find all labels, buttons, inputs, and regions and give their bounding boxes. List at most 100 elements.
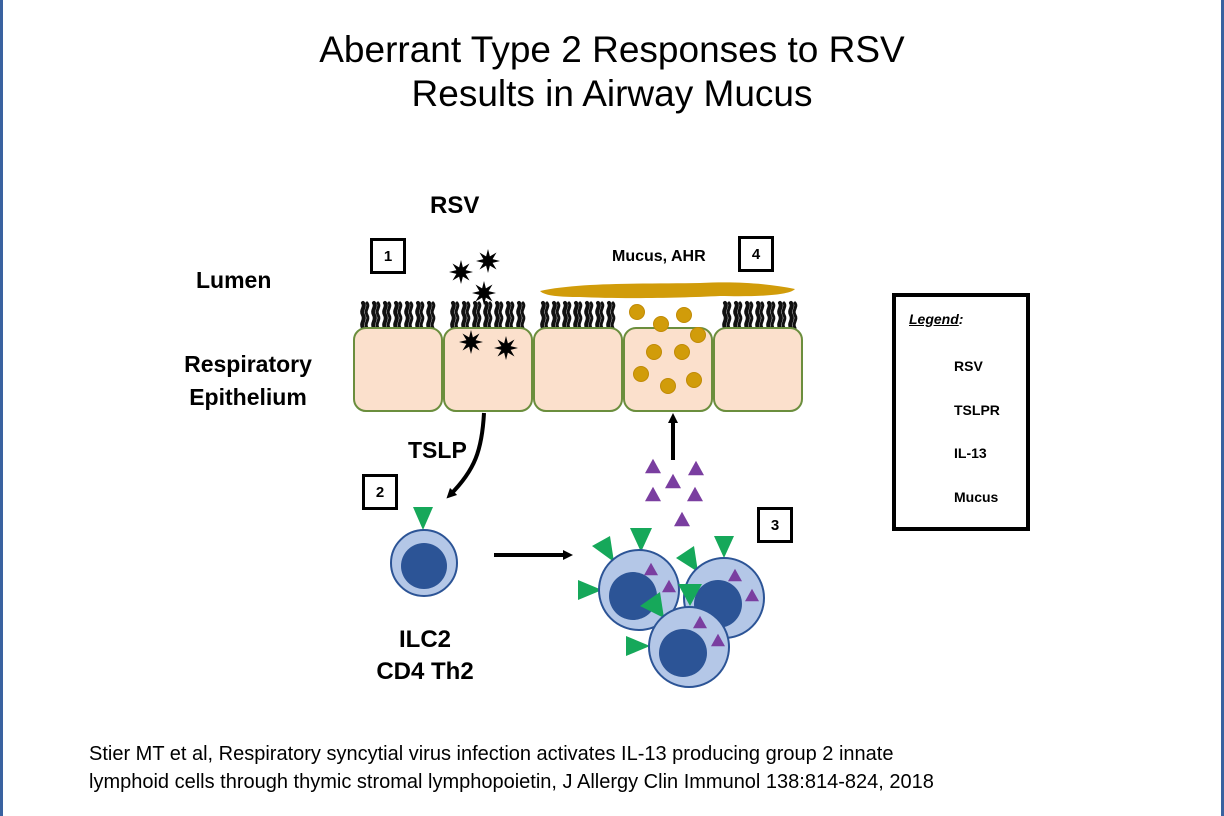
cilium: [744, 301, 750, 330]
mucus-dot-icon: [646, 344, 662, 360]
cilium: [450, 301, 456, 330]
cilium: [465, 301, 471, 330]
il13-triangle-icon: [745, 588, 759, 602]
cilium: [755, 301, 761, 330]
epithelial-cell: [713, 327, 803, 412]
cilium: [426, 301, 432, 330]
il13-triangle-icon: [645, 458, 661, 474]
rsv-star-icon: [476, 249, 500, 273]
mucus-ahr-label: Mucus, AHR: [612, 248, 706, 265]
legend-item-il13: IL-13: [954, 445, 987, 461]
cilium: [759, 301, 765, 330]
il13-triangle-icon: [674, 511, 690, 527]
legend-item-rsv: RSV: [954, 358, 983, 374]
cilium: [562, 301, 568, 330]
cilium: [393, 301, 399, 330]
cilium: [520, 301, 526, 330]
epithelial-cell-infected: [443, 327, 533, 412]
cilium: [777, 301, 783, 330]
il13-triangle-icon: [711, 633, 725, 647]
slide-title: Aberrant Type 2 Responses to RSV Results…: [0, 28, 1224, 116]
cilium: [408, 301, 414, 330]
il13-secreted: [645, 458, 704, 527]
cilium: [770, 301, 776, 330]
tslp-label: TSLP: [408, 437, 467, 463]
step-1-badge: 1: [370, 238, 406, 274]
cilium: [516, 301, 522, 330]
cilium: [544, 301, 550, 330]
activated-ilc2-cluster: [578, 528, 765, 688]
cilium: [599, 301, 605, 330]
legend-title: Legend:: [909, 311, 963, 327]
rsv-label: RSV: [430, 192, 480, 219]
tslpr-receptor-icon: [678, 584, 702, 606]
cilium: [483, 301, 489, 330]
mucus-dot-icon: [629, 304, 645, 320]
mucus-dot-icon: [690, 327, 706, 343]
cilium: [595, 301, 601, 330]
cilium: [588, 301, 594, 330]
nucleus: [609, 572, 657, 620]
cilium: [454, 301, 460, 330]
tslpr-receptor-icon: [626, 636, 650, 656]
legend-box: Legend: RSV TSLPR IL-13 Mucus: [892, 293, 1030, 531]
citation-line-2: lymphoid cells through thymic stromal ly…: [89, 771, 934, 793]
cilium: [371, 301, 377, 330]
cilium: [461, 301, 467, 330]
tslpr-receptor-icon: [578, 580, 602, 600]
cilium: [364, 301, 370, 330]
lumen-label: Lumen: [196, 267, 272, 293]
rsv-star-icon: [472, 281, 496, 305]
cilium: [498, 301, 504, 330]
cilium: [726, 301, 732, 330]
cilium: [566, 301, 572, 330]
il13-triangle-icon: [693, 615, 707, 629]
cilium: [792, 301, 798, 330]
cilium: [577, 301, 583, 330]
cilium: [430, 301, 436, 330]
citation-line-1: Stier MT et al, Respiratory syncytial vi…: [89, 743, 894, 765]
cilium: [509, 301, 515, 330]
legend-title-suffix: :: [958, 311, 964, 327]
step-4-badge: 4: [738, 236, 774, 272]
mucus-dot-icon: [676, 307, 692, 323]
epithelium-label-line-2: Epithelium: [189, 384, 307, 410]
cilium: [505, 301, 511, 330]
il13-triangle-icon: [728, 568, 742, 582]
cilium: [397, 301, 403, 330]
cilium: [472, 301, 478, 330]
mucus-dot-icon: [686, 372, 702, 388]
mucus-dot-icon: [674, 344, 690, 360]
cilium: [555, 301, 561, 330]
epithelial-cell: [353, 327, 443, 412]
step-3-badge: 3: [757, 507, 793, 543]
rsv-star-icon: [494, 336, 518, 360]
mucus-granules: [629, 304, 706, 394]
cilium: [733, 301, 739, 330]
cilium: [766, 301, 772, 330]
tslpr-receptor-icon: [630, 528, 652, 552]
cilium: [573, 301, 579, 330]
epithelial-cell-mucus: [623, 327, 713, 412]
epithelial-cell-row: [353, 327, 803, 412]
cilium: [781, 301, 787, 330]
tslpr-receptor-icon: [640, 592, 664, 618]
mucus-dot-icon: [633, 366, 649, 382]
tslp-arrow: [446, 412, 486, 499]
rsv-star-icon: [459, 330, 483, 354]
cilium: [476, 301, 482, 330]
step-2-badge: 2: [362, 474, 398, 510]
cilium: [610, 301, 616, 330]
title-line-2: Results in Airway Mucus: [411, 73, 813, 114]
cilium: [419, 301, 425, 330]
cilium: [415, 301, 421, 330]
mucus-dot-icon: [660, 378, 676, 394]
cilium: [494, 301, 500, 330]
cilium: [375, 301, 381, 330]
mucus-layer: [540, 282, 795, 299]
legend-title-text: Legend: [909, 311, 959, 327]
cell-type-line-1: ILC2: [398, 626, 451, 653]
cilium: [551, 301, 557, 330]
